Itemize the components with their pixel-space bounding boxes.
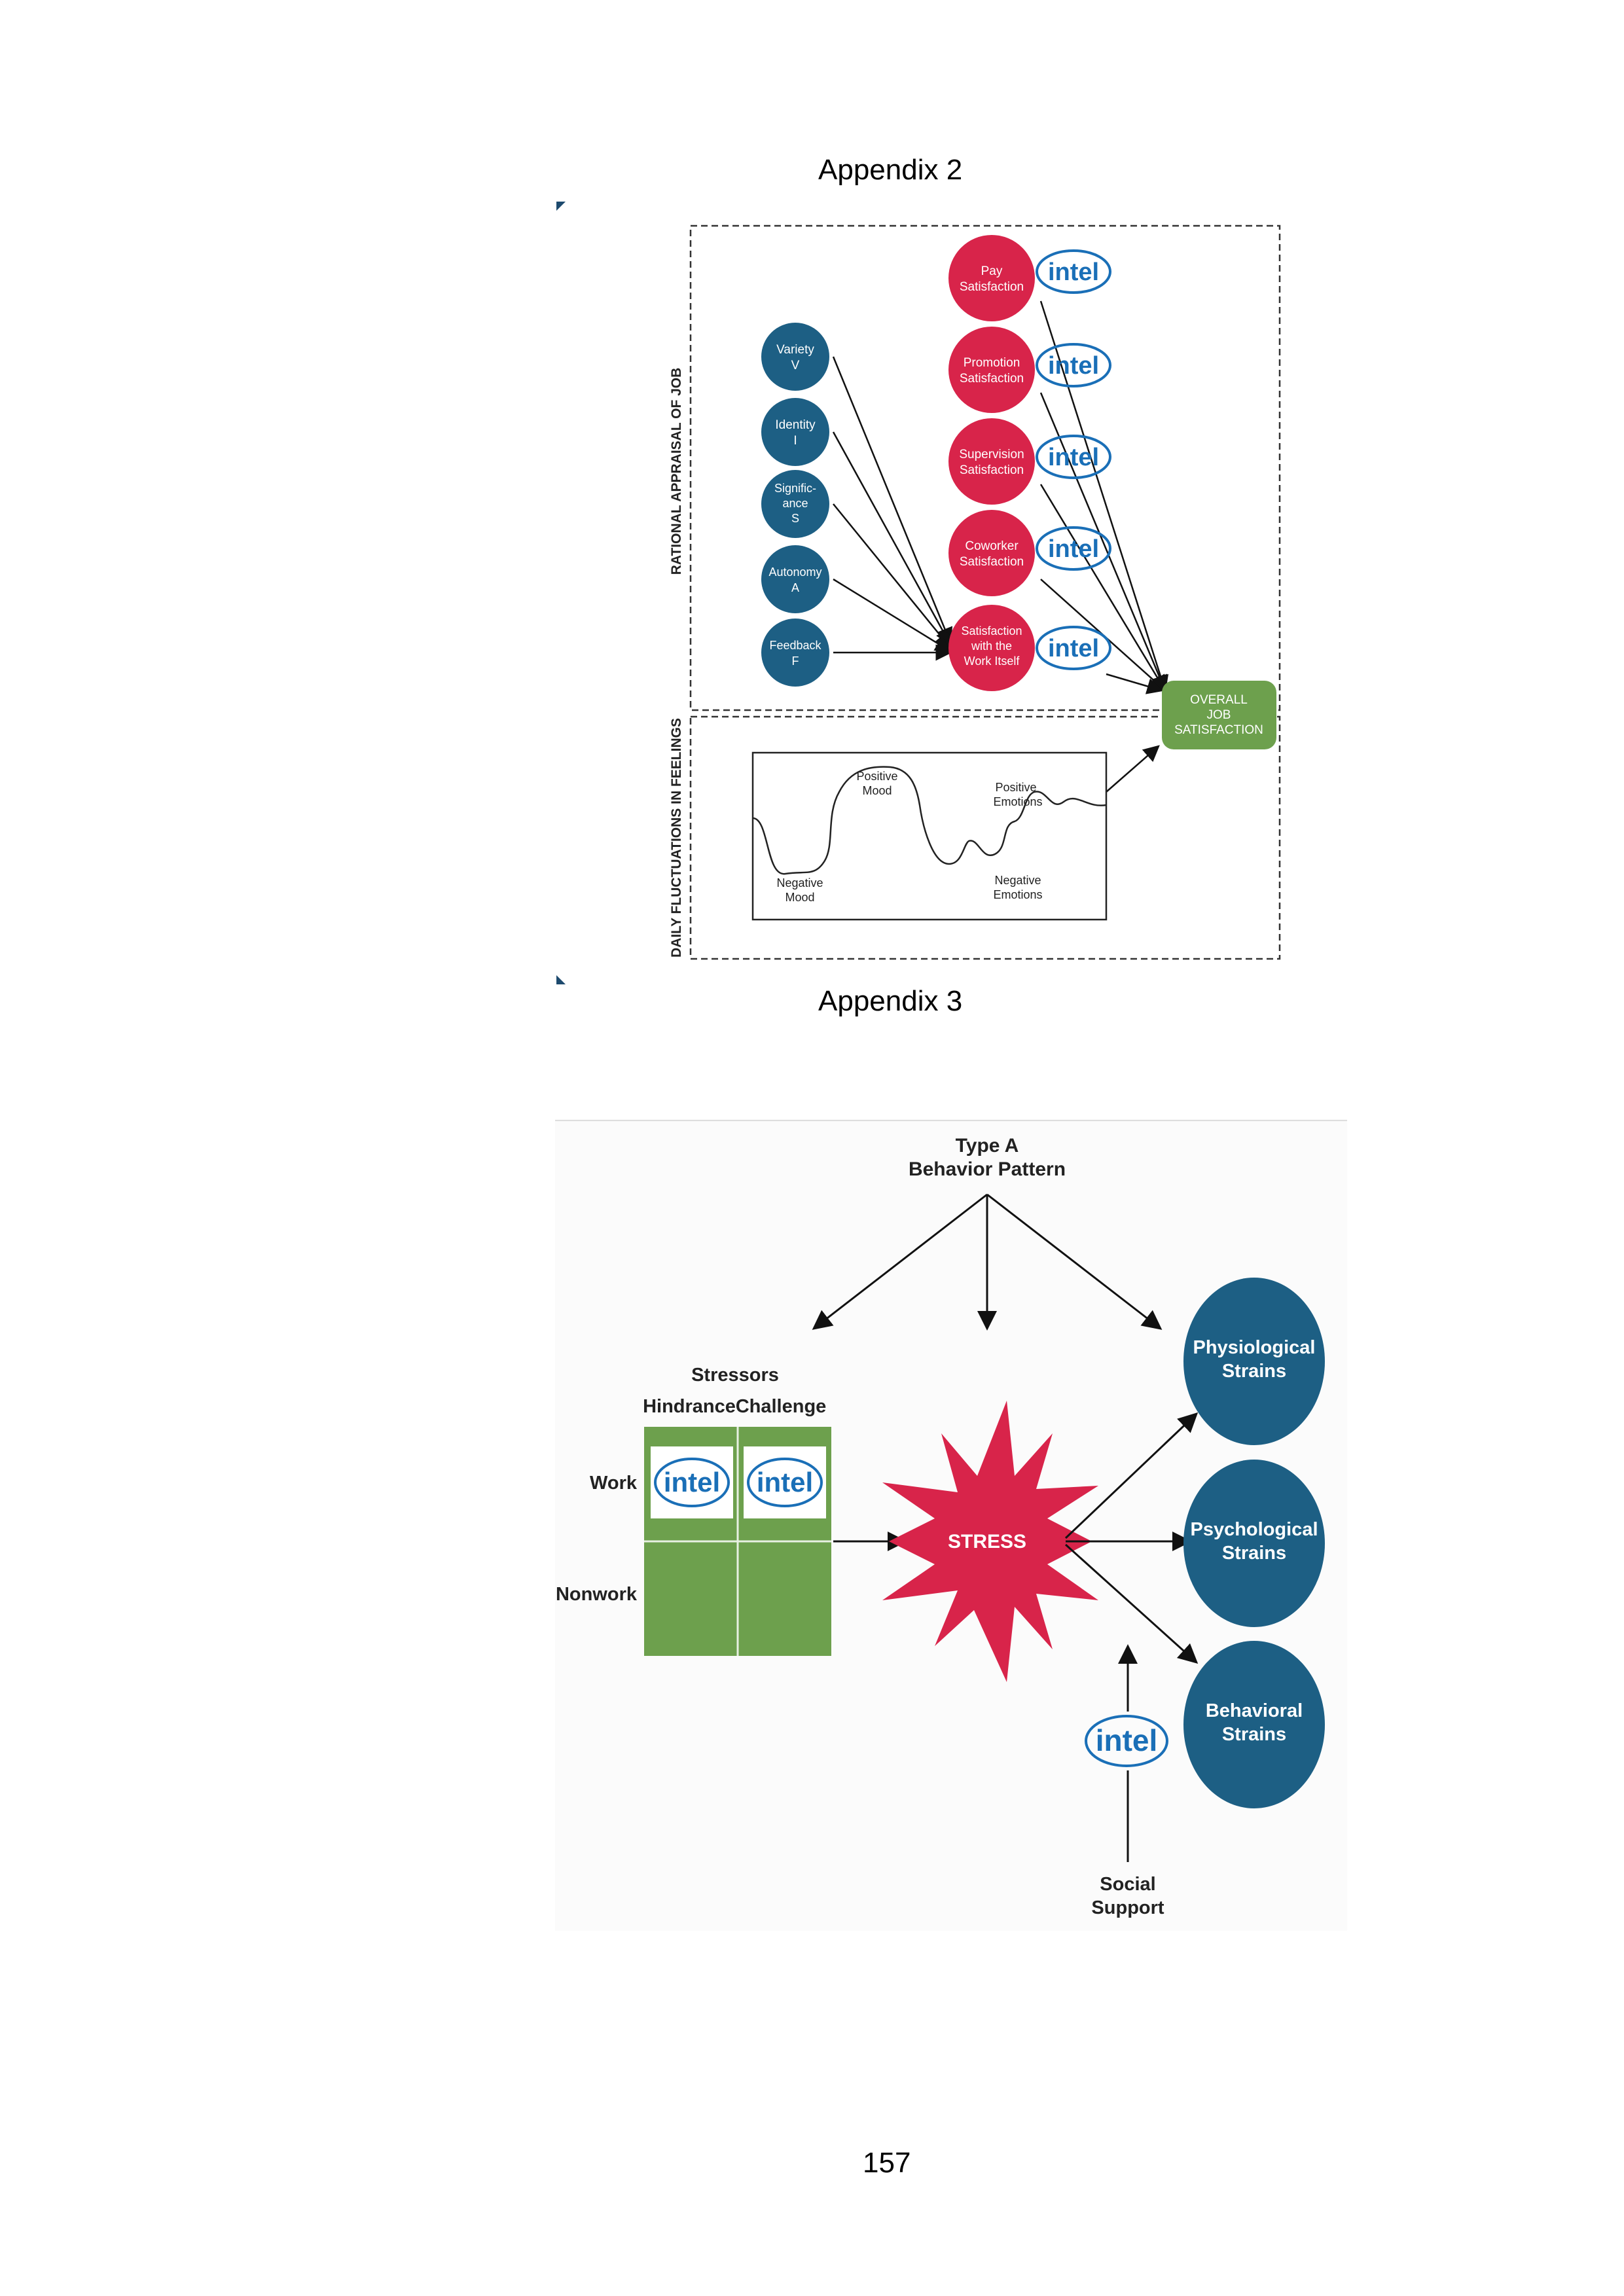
svg-text:Supervision: Supervision [959, 448, 1024, 461]
overall-job-satisfaction-box: OVERALL JOB SATISFACTION [1162, 681, 1276, 749]
svg-text:Satisfaction: Satisfaction [960, 463, 1024, 477]
svg-text:Emotions: Emotions [993, 795, 1042, 808]
svg-text:A: A [791, 581, 799, 594]
svg-text:with the: with the [971, 639, 1012, 653]
rational-appraisal-frame [689, 224, 1281, 711]
nonwork-label: Nonwork [556, 1584, 638, 1605]
stress-model-diagram: Type A Behavior Pattern Stressors Hindra… [555, 1119, 1347, 1931]
svg-text:SATISFACTION: SATISFACTION [1174, 723, 1263, 737]
strain-behavioral: Behavioral Strains [1183, 1641, 1325, 1808]
svg-text:OVERALL: OVERALL [1190, 693, 1248, 707]
red-node-coworker: Coworker Satisfaction [948, 510, 1035, 596]
intel-logo-icon: intel [654, 1458, 730, 1507]
blue-node-autonomy: Autonomy A [761, 545, 829, 613]
appendix-3-heading: Appendix 3 [818, 985, 963, 1017]
svg-text:Mood: Mood [862, 784, 892, 797]
positive-mood-label: Positive [856, 770, 897, 783]
job-satisfaction-diagram: RATIONAL APPRAISAL OF JOB DAILY FLUCTUAT… [669, 224, 1281, 960]
blue-node-significance: Signific- ance S [761, 470, 829, 538]
svg-text:intel: intel [1048, 444, 1099, 471]
svg-text:intel: intel [1048, 635, 1099, 662]
svg-text:Satisfaction: Satisfaction [960, 555, 1024, 569]
svg-text:Coworker: Coworker [965, 539, 1019, 553]
svg-text:Strains: Strains [1222, 1724, 1286, 1745]
stressors-label: Stressors [691, 1365, 779, 1386]
intel-logo-icon: intel [1036, 435, 1111, 479]
social-support-label: Social [1100, 1874, 1155, 1895]
intel-logo-icon: intel [1085, 1715, 1168, 1767]
challenge-label: Challenge [736, 1396, 827, 1417]
intel-logo-icon: intel [1036, 343, 1111, 387]
stress-starburst: STRESS [882, 1401, 1098, 1682]
positive-emotions-label: Positive [995, 781, 1036, 794]
strain-physiological: Physiological Strains [1183, 1278, 1325, 1445]
svg-text:Signific-: Signific- [774, 482, 816, 495]
hindrance-label: Hindrance [643, 1396, 736, 1417]
svg-text:Behavioral: Behavioral [1206, 1700, 1303, 1721]
type-a-arrows [812, 1193, 1163, 1331]
svg-text:intel: intel [757, 1467, 813, 1498]
page-number: 157 [863, 2147, 911, 2179]
svg-text:intel: intel [1096, 1723, 1158, 1757]
svg-text:S: S [791, 512, 799, 525]
red-node-supervision: Supervision Satisfaction [948, 418, 1035, 505]
blue-node-identity: Identity I [761, 398, 829, 466]
appendix-2-heading: Appendix 2 [818, 154, 963, 186]
svg-text:Satisfaction: Satisfaction [961, 624, 1022, 637]
type-a-label: Type A [956, 1135, 1019, 1157]
svg-text:STRESS: STRESS [948, 1531, 1026, 1552]
svg-text:Pay: Pay [981, 264, 1003, 278]
blue-node-feedback: Feedback F [761, 619, 829, 687]
svg-text:Promotion: Promotion [964, 356, 1020, 370]
svg-text:Strains: Strains [1222, 1361, 1286, 1382]
blue-to-work-arrows [832, 356, 953, 661]
svg-text:Work Itself: Work Itself [964, 655, 1020, 668]
svg-text:I: I [793, 434, 797, 448]
blue-node-variety: Variety V [761, 323, 829, 391]
svg-text:intel: intel [1048, 352, 1099, 380]
mood-fluctuation-box: Positive Mood Negative Mood Positive Emo… [751, 751, 1108, 921]
intel-logo-icon: intel [747, 1458, 823, 1507]
corner-mark-bottom [556, 975, 566, 984]
svg-text:V: V [791, 359, 800, 372]
daily-fluctuations-frame [689, 715, 1281, 960]
svg-text:intel: intel [1048, 535, 1099, 563]
svg-text:JOB: JOB [1207, 708, 1231, 722]
type-a-sublabel: Behavior Pattern [909, 1158, 1066, 1180]
svg-text:Autonomy: Autonomy [768, 565, 821, 579]
intel-logo-icon: intel [1036, 526, 1111, 571]
section-label-rational: RATIONAL APPRAISAL OF JOB [669, 368, 684, 575]
svg-text:ance: ance [782, 497, 808, 510]
strain-psychological: Psychological Strains [1183, 1460, 1325, 1627]
svg-text:F: F [792, 655, 799, 668]
negative-emotions-label: Negative [994, 874, 1041, 887]
svg-text:Physiological: Physiological [1193, 1337, 1316, 1358]
red-node-work-itself: Satisfaction with the Work Itself [948, 605, 1035, 691]
svg-text:Identity: Identity [775, 418, 816, 432]
intel-logo-icon: intel [1036, 249, 1111, 294]
svg-text:Mood: Mood [785, 891, 814, 904]
intel-logo-icon: intel [1036, 626, 1111, 670]
svg-text:Feedback: Feedback [769, 639, 821, 652]
svg-text:Strains: Strains [1222, 1543, 1286, 1564]
section-label-daily: DAILY FLUCTUATIONS IN FEELINGS [669, 718, 684, 958]
svg-text:intel: intel [1048, 259, 1099, 286]
svg-text:Variety: Variety [776, 343, 814, 357]
red-node-promotion: Promotion Satisfaction [948, 327, 1035, 413]
social-support-sublabel: Support [1091, 1897, 1164, 1918]
work-label: Work [590, 1473, 638, 1494]
svg-text:Emotions: Emotions [993, 888, 1042, 901]
negative-mood-label: Negative [776, 876, 823, 889]
corner-mark-top [556, 202, 566, 211]
stress-to-strains-arrows [1064, 1412, 1199, 1664]
svg-text:Satisfaction: Satisfaction [960, 280, 1024, 294]
red-node-pay: Pay Satisfaction [948, 235, 1035, 321]
svg-text:Psychological: Psychological [1190, 1519, 1318, 1540]
svg-text:Satisfaction: Satisfaction [960, 372, 1024, 386]
svg-text:intel: intel [664, 1467, 720, 1498]
